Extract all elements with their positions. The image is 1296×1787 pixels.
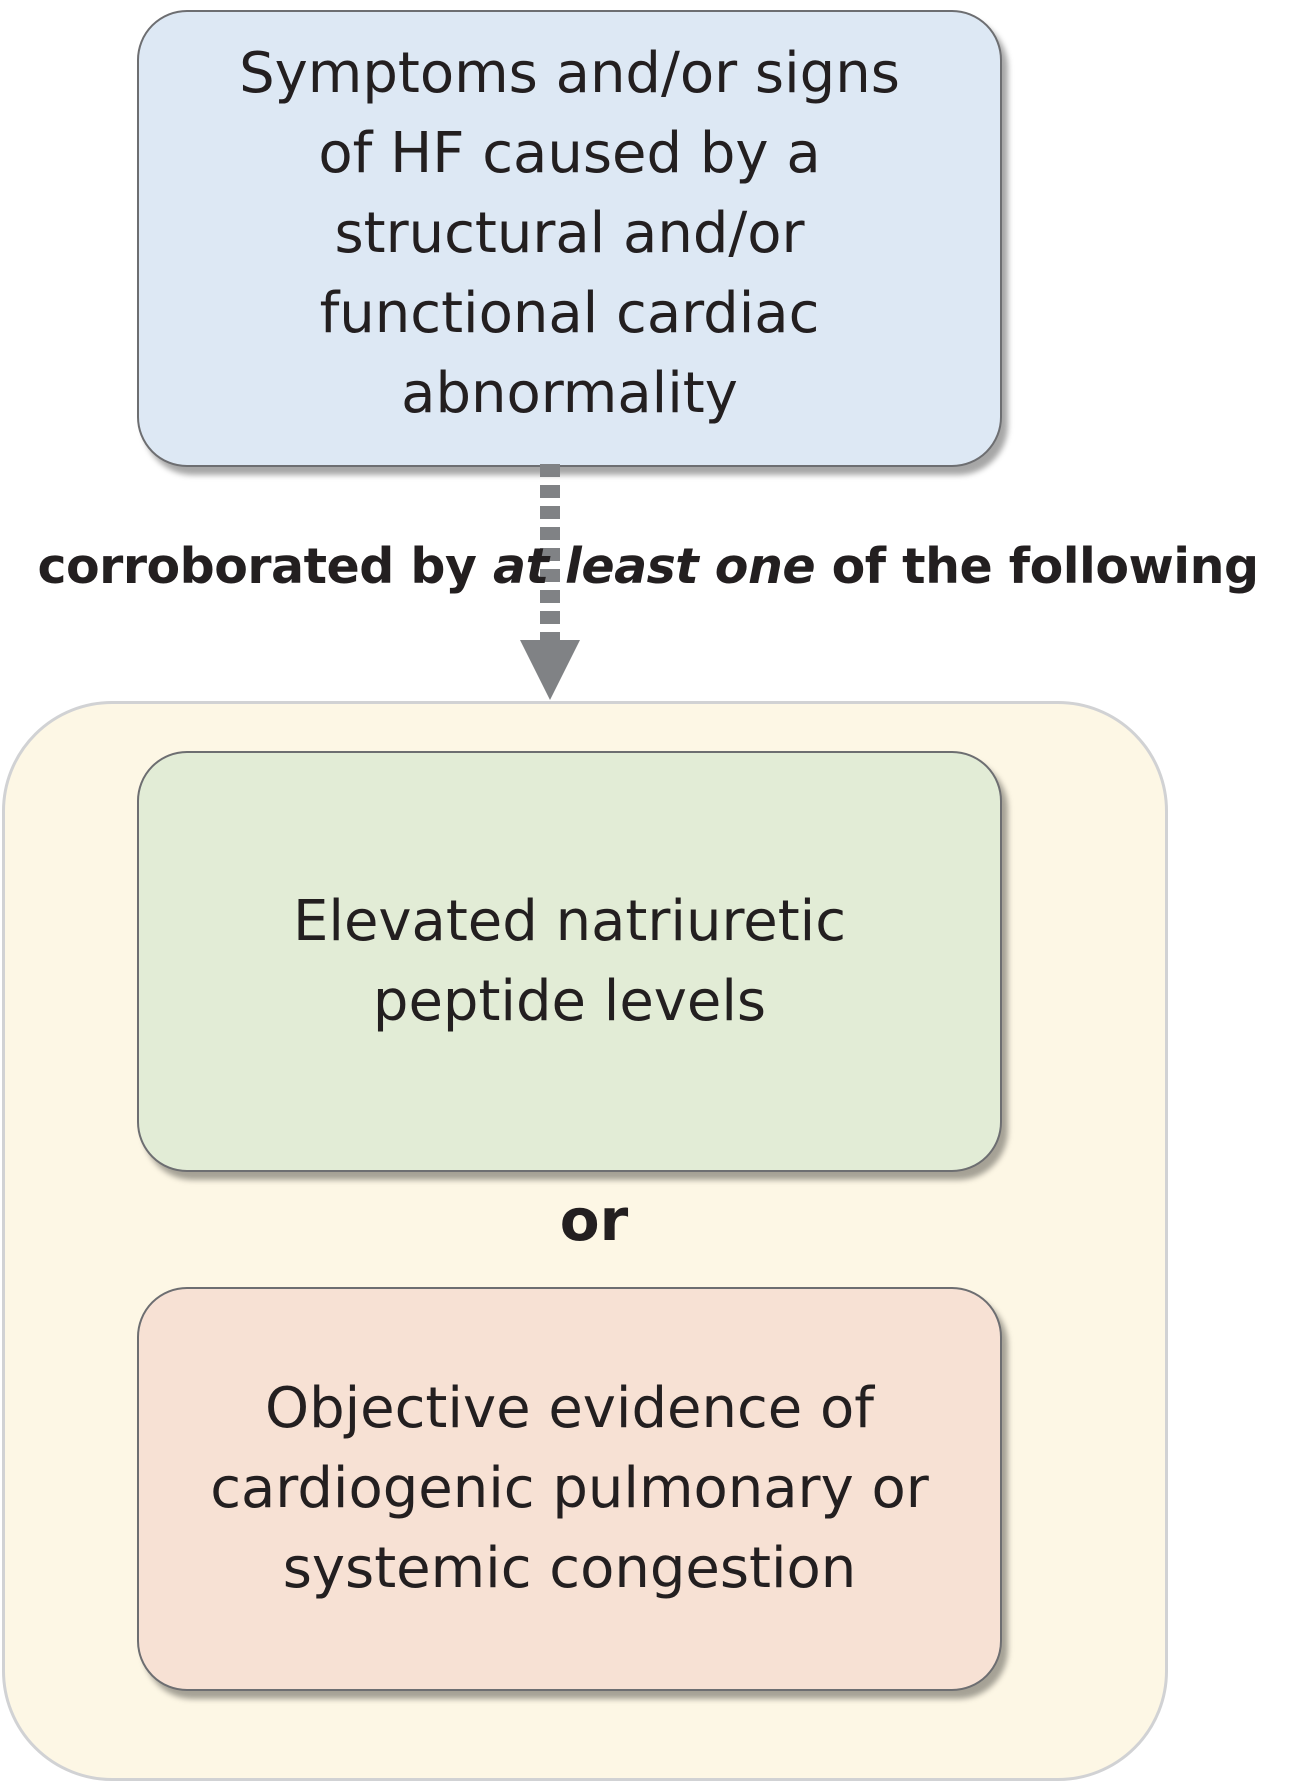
arrow-head	[520, 640, 580, 700]
natriuretic-peptide-line-2: peptide levels	[372, 968, 767, 1034]
dashed-arrow-down-icon	[520, 464, 580, 700]
hf-criteria-line-5: abnormality	[401, 360, 738, 426]
congestion-evidence-line-1: Objective evidence of	[265, 1376, 874, 1441]
connector-text-emphasis: at least one	[493, 538, 816, 595]
connector-text-before: corroborated by	[37, 538, 493, 595]
hf-criteria-line-1: Symptoms and/or signs	[239, 40, 900, 106]
connector-text-after: of the following	[815, 538, 1259, 595]
hf-criteria-line-4: functional cardiac	[319, 280, 820, 346]
hf-criteria-box: Symptoms and/or signs of HF caused by a …	[137, 10, 1002, 467]
hf-criteria-line-3: structural and/or	[334, 200, 805, 266]
connector-text: corroborated by at least one of the foll…	[0, 538, 1296, 595]
or-separator: or	[559, 1186, 629, 1254]
congestion-evidence-line-2: cardiogenic pulmonary or	[210, 1456, 929, 1521]
congestion-evidence-box: Objective evidence of cardiogenic pulmon…	[137, 1287, 1002, 1691]
natriuretic-peptide-line-1: Elevated natriuretic	[293, 888, 846, 954]
natriuretic-peptide-box: Elevated natriuretic peptide levels	[137, 751, 1002, 1172]
congestion-evidence-line-3: systemic congestion	[282, 1536, 857, 1601]
hf-criteria-line-2: of HF caused by a	[318, 120, 821, 186]
